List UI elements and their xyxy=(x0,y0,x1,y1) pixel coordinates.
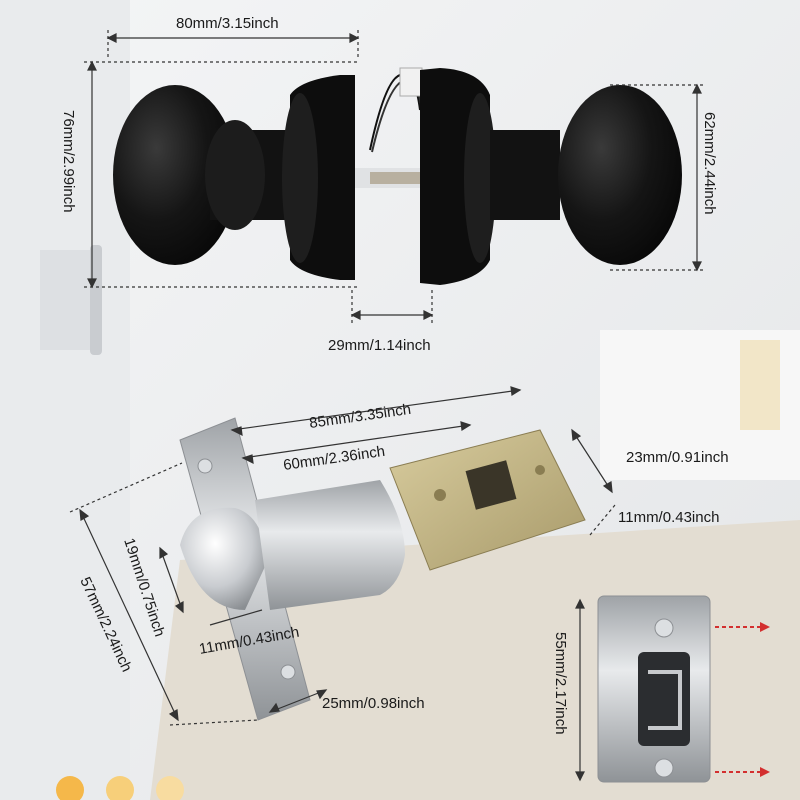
strike-plate xyxy=(597,595,770,783)
decorative-dot xyxy=(56,776,84,800)
label-latch-body-thickness: 11mm/0.43inch xyxy=(618,509,719,526)
label-latch-body-height: 23mm/0.91inch xyxy=(626,449,729,466)
label-knob-height-left: 76mm/2.99inch xyxy=(60,110,77,213)
dimension-lines xyxy=(69,30,705,782)
latch-bolt xyxy=(180,507,268,610)
spindle xyxy=(355,67,423,188)
decorative-dot xyxy=(106,776,134,800)
latch-assembly xyxy=(179,417,586,721)
label-rose-gap: 29mm/1.14inch xyxy=(328,337,431,354)
left-knob xyxy=(113,75,355,280)
latch-cylinder xyxy=(255,480,405,610)
arrow-icon xyxy=(715,622,770,632)
decorative-dot xyxy=(156,776,184,800)
arrow-icon xyxy=(715,767,770,777)
label-faceplate-width: 25mm/0.98inch xyxy=(322,695,425,712)
label-strike-plate-height: 55mm/2.17inch xyxy=(552,632,569,735)
door-knob-assembly xyxy=(113,67,682,285)
right-knob xyxy=(420,68,682,285)
label-knob-height-right: 62mm/2.44inch xyxy=(701,112,718,215)
label-knob-total-width: 80mm/3.15inch xyxy=(176,15,279,32)
